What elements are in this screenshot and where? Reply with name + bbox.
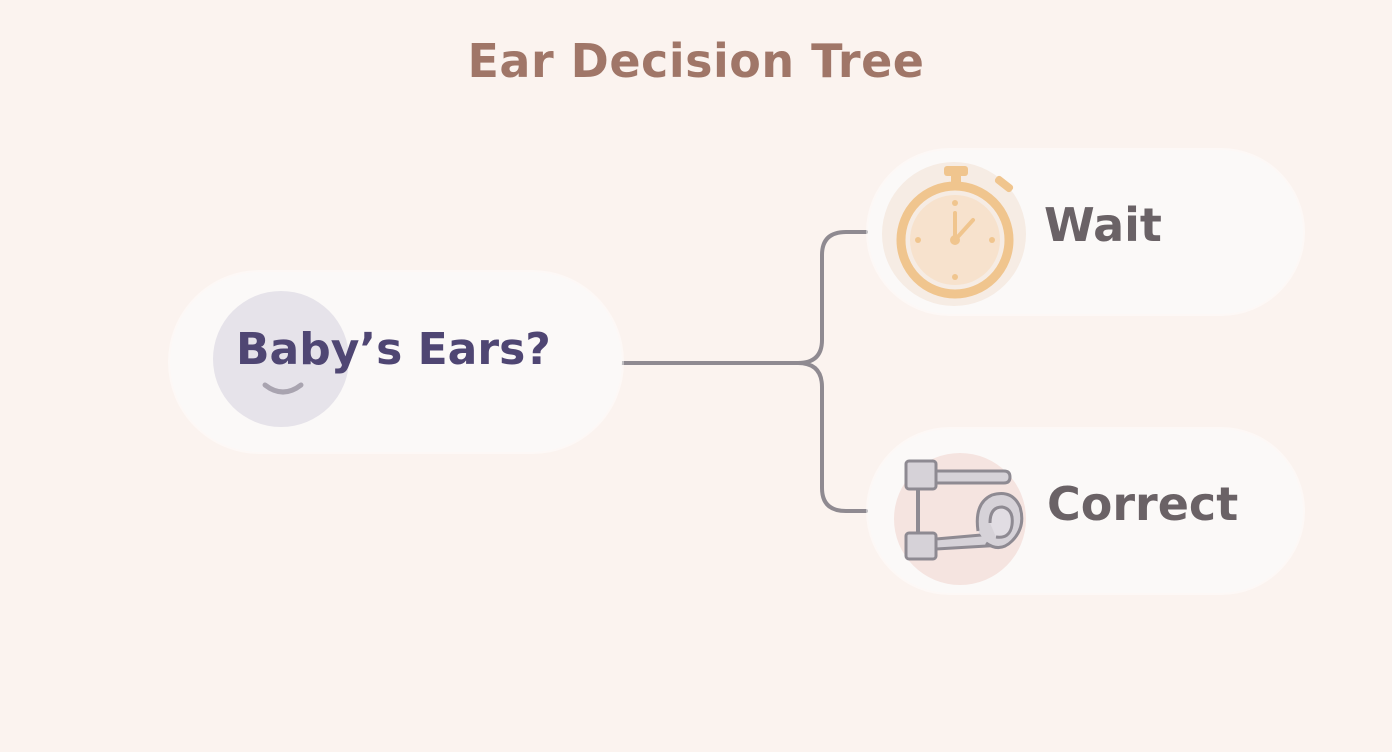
connector-to-correct: [796, 361, 868, 513]
branch-label-correct: Correct: [1047, 477, 1239, 531]
root-node: Baby’s Ears?: [170, 272, 622, 452]
branch-node-wait: Wait: [868, 150, 1303, 314]
root-label: Baby’s Ears?: [236, 324, 551, 375]
diagram-title: Ear Decision Tree: [467, 34, 925, 88]
connector-to-wait: [796, 230, 868, 365]
ear-molding-clip-icon: [894, 453, 1026, 585]
stopwatch-icon: [882, 162, 1026, 306]
branch-label-wait: Wait: [1044, 198, 1162, 252]
branch-node-correct: Correct: [868, 429, 1303, 593]
baby-face-icon: [213, 291, 349, 427]
